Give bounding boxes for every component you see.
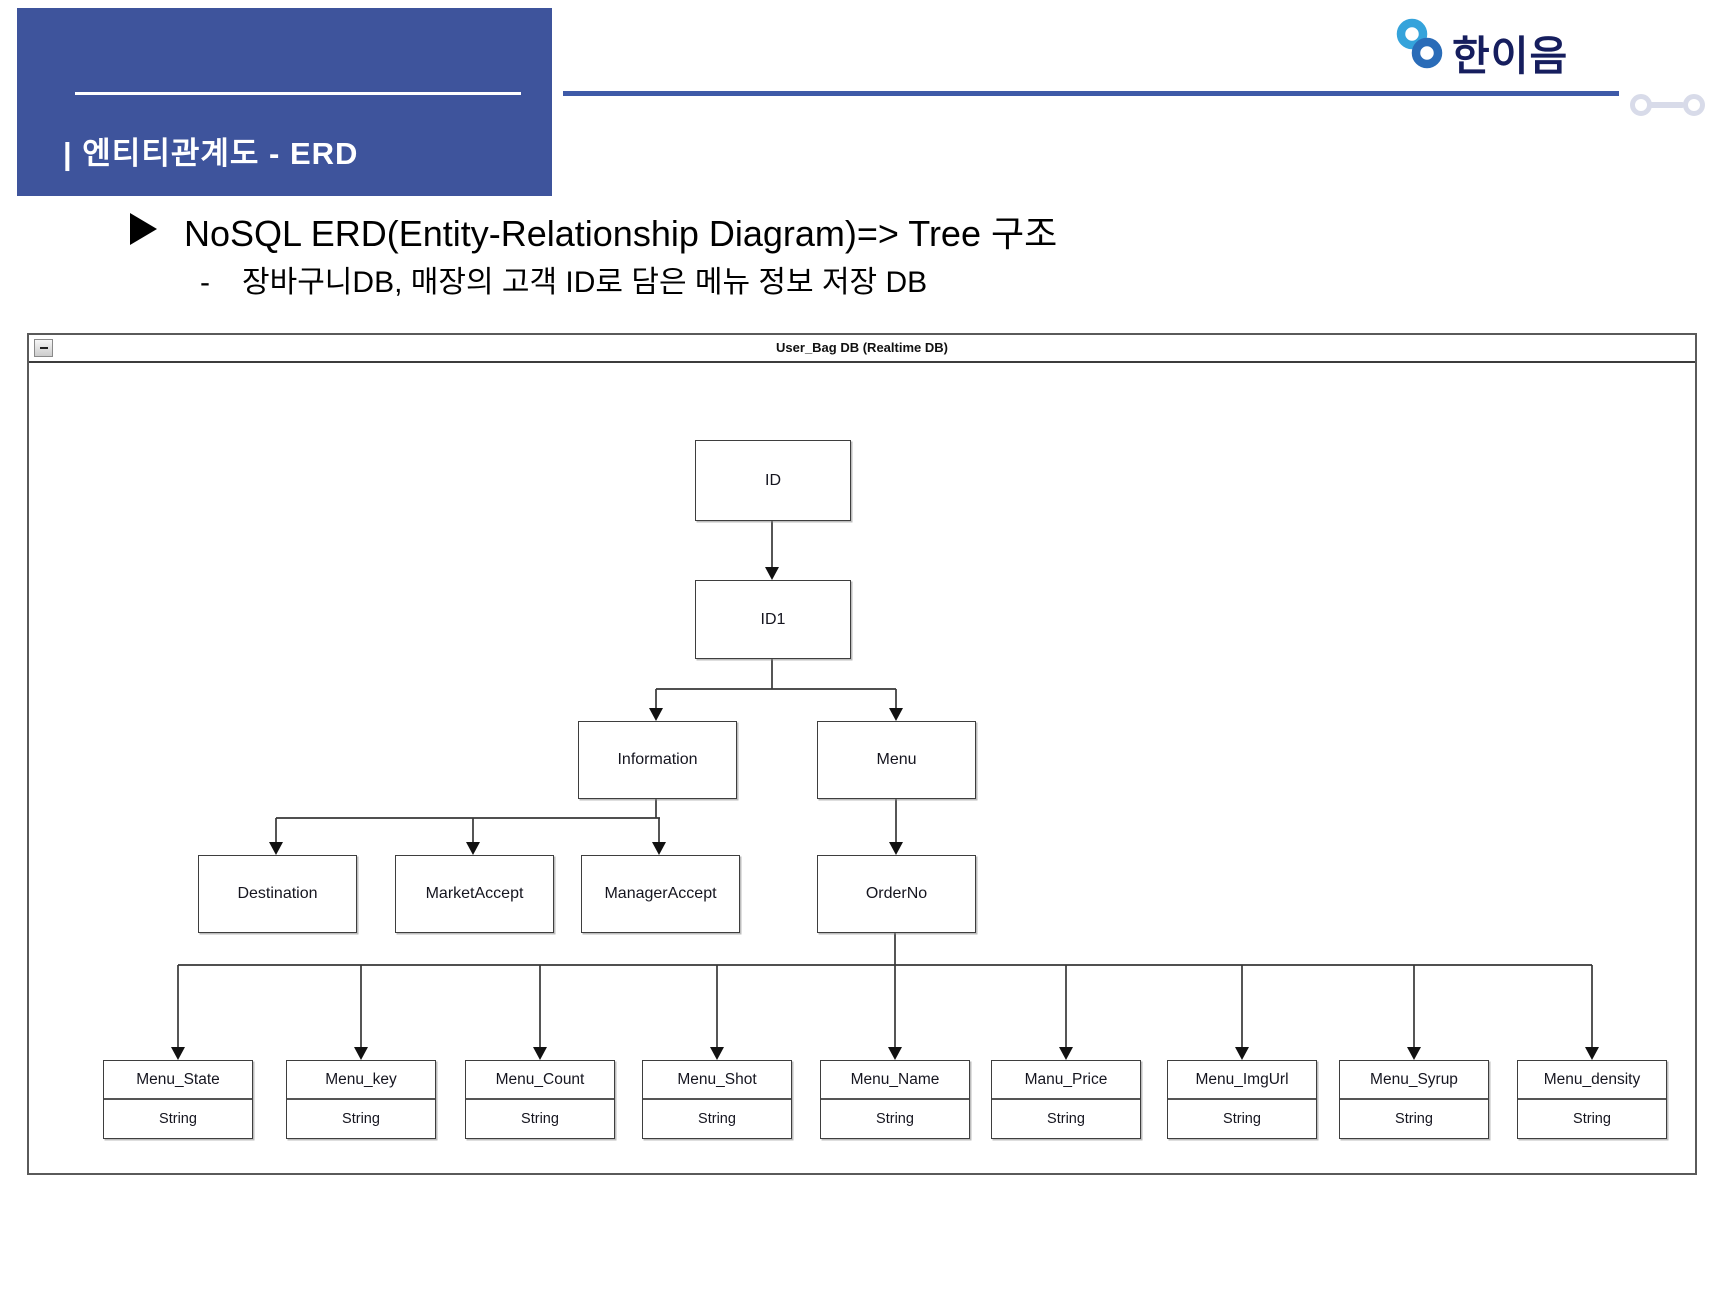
erd-leaf-manu-price: Manu_Price String [991, 1060, 1141, 1139]
erd-leaf-menu-shot: Menu_Shot String [642, 1060, 792, 1139]
header-underline [75, 92, 521, 95]
erd-leaf-menu-name: Menu_Name String [820, 1060, 970, 1139]
leaf-type: String [1047, 1110, 1085, 1127]
leaf-label: Menu_density [1518, 1061, 1666, 1100]
header-rule [563, 91, 1619, 96]
sub-bullet-row: - 장바구니DB, 매장의 고객 ID로 담은 메뉴 정보 저장 DB [200, 257, 927, 301]
bullet-triangle-icon [130, 213, 157, 245]
leaf-type: String [1395, 1110, 1433, 1127]
erd-node-marketaccept: MarketAccept [395, 855, 554, 933]
main-bullet-text: NoSQL ERD(Entity-Relationship Diagram)=>… [184, 213, 1058, 254]
hanium-logo-text: 한이음 [1452, 33, 1569, 79]
leaf-type: String [342, 1110, 380, 1127]
erd-leaf-menu-density: Menu_density String [1517, 1060, 1667, 1139]
leaf-label: Menu_ImgUrl [1168, 1061, 1316, 1100]
collapse-button[interactable] [34, 339, 53, 357]
erd-window: User_Bag DB (Realtime DB) [27, 333, 1697, 1175]
erd-leaf-menu-state: Menu_State String [103, 1060, 253, 1139]
leaf-label: Menu_Syrup [1340, 1061, 1488, 1100]
page-title: | 엔티티관계도 - ERD [63, 136, 359, 171]
erd-node-id: ID [695, 440, 851, 521]
erd-leaf-menu-imgurl: Menu_ImgUrl String [1167, 1060, 1317, 1139]
erd-leaf-menu-count: Menu_Count String [465, 1060, 615, 1139]
erd-leaf-menu-syrup: Menu_Syrup String [1339, 1060, 1489, 1139]
erd-node-orderno: OrderNo [817, 855, 976, 933]
erd-node-id1: ID1 [695, 580, 851, 659]
main-bullet-row: NoSQL ERD(Entity-Relationship Diagram)=>… [130, 205, 1057, 257]
window-titlebar: User_Bag DB (Realtime DB) [29, 335, 1695, 363]
leaf-type: String [698, 1110, 736, 1127]
collapse-minus-icon [39, 347, 48, 349]
chain-link-icon [1630, 94, 1705, 116]
erd-leaf-menu-key: Menu_key String [286, 1060, 436, 1139]
header-box: | 엔티티관계도 - ERD [17, 8, 552, 196]
leaf-label: Menu_key [287, 1061, 435, 1100]
erd-node-information: Information [578, 721, 737, 799]
erd-node-manageraccept: ManagerAccept [581, 855, 740, 933]
sub-bullet-text: 장바구니DB, 매장의 고객 ID로 담은 메뉴 정보 저장 DB [242, 266, 928, 299]
leaf-label: Menu_Shot [643, 1061, 791, 1100]
sub-bullet-dash: - [200, 266, 210, 299]
window-title: User_Bag DB (Realtime DB) [776, 340, 948, 355]
hanium-logo-icon [1396, 18, 1443, 69]
leaf-label: Menu_Name [821, 1061, 969, 1100]
leaf-type: String [521, 1110, 559, 1127]
erd-node-menu: Menu [817, 721, 976, 799]
leaf-label: Manu_Price [992, 1061, 1140, 1100]
leaf-type: String [1573, 1110, 1611, 1127]
erd-node-destination: Destination [198, 855, 357, 933]
leaf-type: String [876, 1110, 914, 1127]
leaf-type: String [159, 1110, 197, 1127]
leaf-type: String [1223, 1110, 1261, 1127]
leaf-label: Menu_State [104, 1061, 252, 1100]
leaf-label: Menu_Count [466, 1061, 614, 1100]
